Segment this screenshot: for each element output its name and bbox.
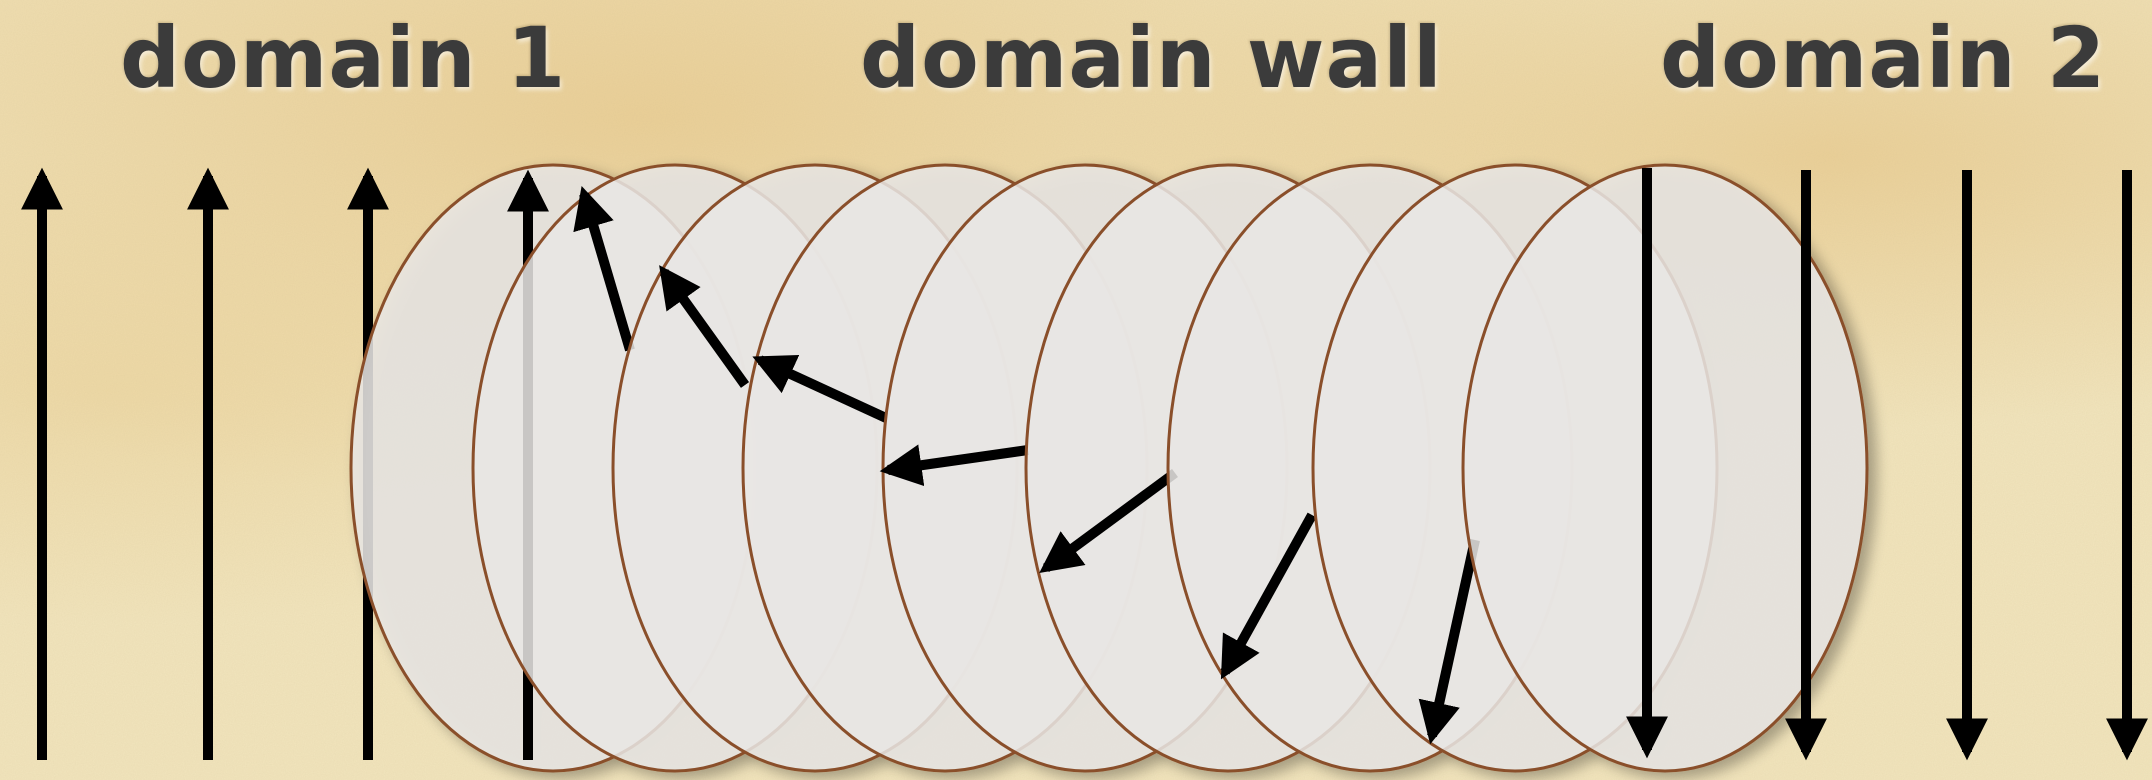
spin-arrow — [1039, 468, 1178, 573]
domain-wall-disks — [349, 163, 1869, 773]
spin-arrow — [659, 265, 750, 388]
domain-wall-label: domain wall — [860, 9, 1443, 107]
disk — [1461, 163, 1869, 773]
spin-arrow — [752, 354, 889, 423]
spin-arrow — [1418, 538, 1480, 745]
domain-2-label: domain 2 — [1660, 9, 2107, 107]
spin-arrow — [573, 185, 635, 352]
domain-1-label: domain 1 — [120, 9, 567, 107]
spin-arrow — [1220, 512, 1317, 680]
domain-2-spins — [1785, 170, 2148, 761]
domain-1-spins — [21, 167, 389, 760]
spin-arrow — [879, 444, 1029, 487]
